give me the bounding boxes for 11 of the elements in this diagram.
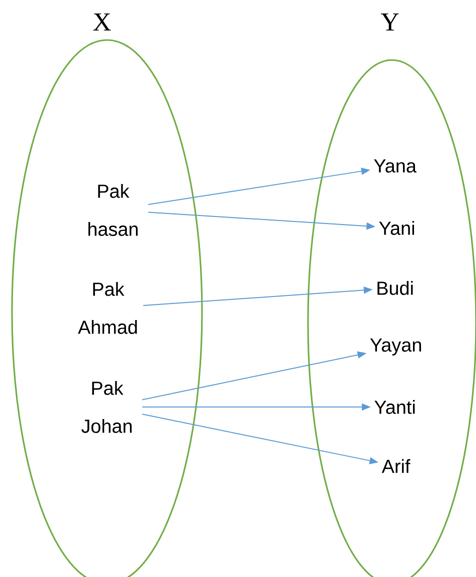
element-label: Yana	[374, 159, 416, 173]
element-label: Yani	[379, 221, 414, 235]
node-label: Y	[380, 13, 399, 30]
element-label: Pak Ahmad	[78, 282, 137, 334]
node-label: X	[93, 13, 111, 30]
element-label: Yayan	[370, 338, 421, 356]
element-label: Pak Johan	[81, 381, 132, 433]
element-label: Yanti	[374, 400, 415, 414]
element-label: Pak hasan	[88, 184, 138, 236]
element-label: Arif	[382, 459, 410, 473]
element-label: Budi	[378, 281, 413, 295]
